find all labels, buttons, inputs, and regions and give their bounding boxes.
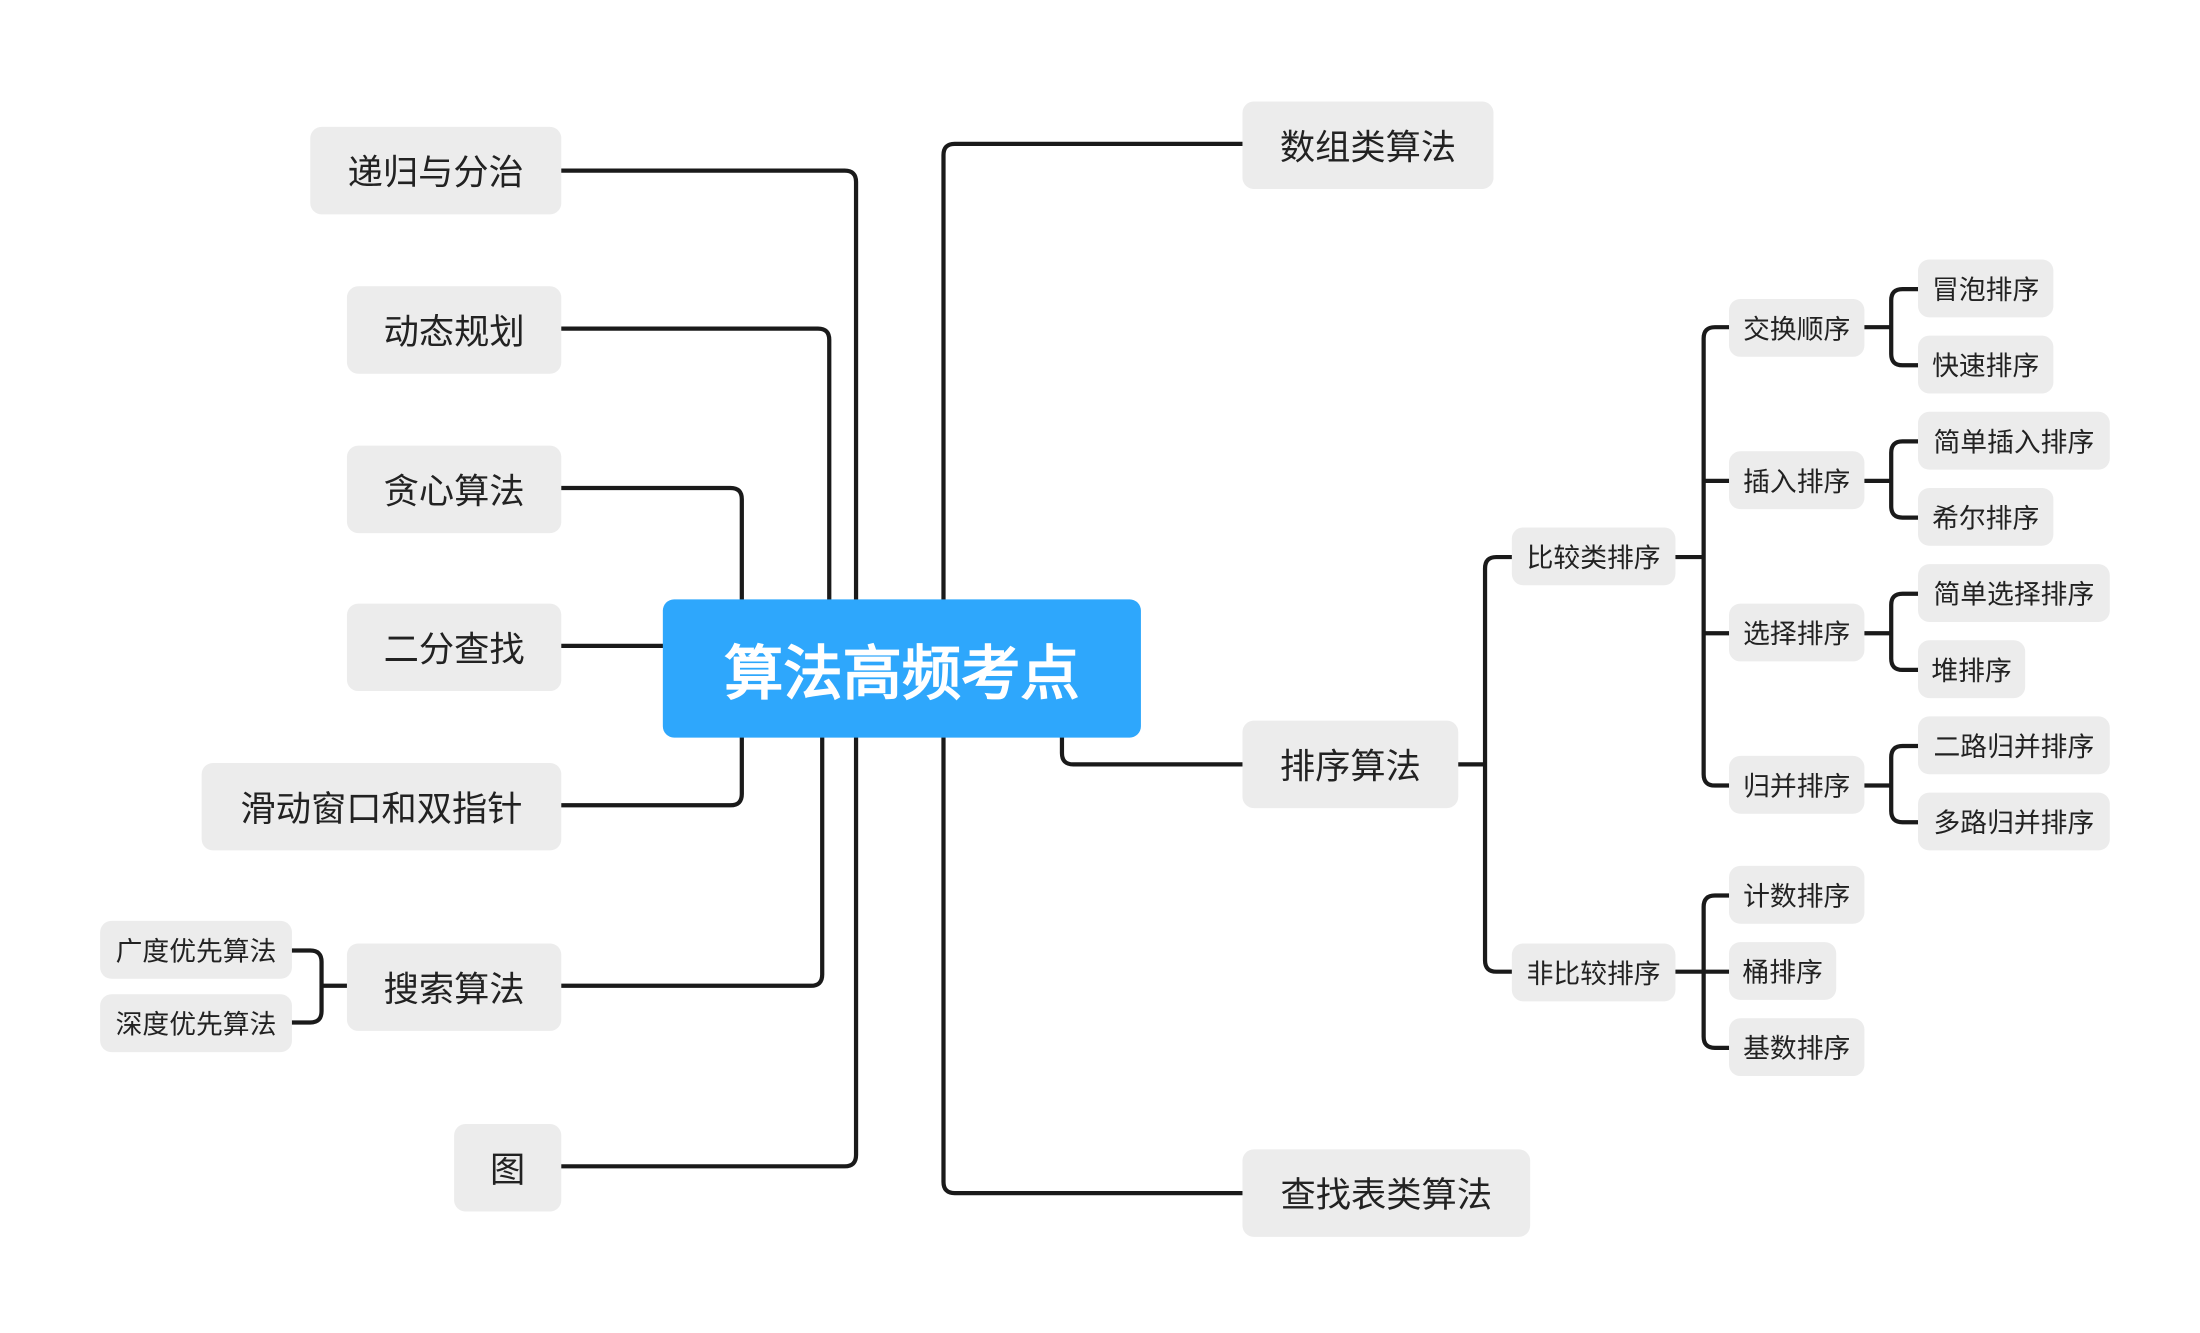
node-sorting[interactable]: 排序算法 (1242, 720, 1459, 809)
node-comparison-sort[interactable]: 比较类排序 (1511, 527, 1676, 586)
node-dp[interactable]: 动态规划 (346, 286, 562, 374)
link-recursion (559, 168, 859, 602)
node-exchange-sort[interactable]: 交换顺序 (1729, 298, 1865, 357)
node-merge-sort[interactable]: 归并排序 (1729, 755, 1865, 814)
node-lookup-table[interactable]: 查找表类算法 (1242, 1149, 1531, 1237)
link-array (941, 141, 1245, 602)
node-bucket-sort[interactable]: 桶排序 (1729, 942, 1837, 1000)
link-non-comparison-children (1673, 893, 1732, 1050)
node-sliding-window[interactable]: 滑动窗口和双指针 (201, 762, 562, 851)
node-simple-selection-sort[interactable]: 简单选择排序 (1918, 564, 2110, 622)
node-bfs[interactable]: 广度优先算法 (100, 920, 292, 979)
link-merge-children (1862, 743, 1921, 825)
node-radix-sort[interactable]: 基数排序 (1729, 1018, 1865, 1077)
link-select-children (1862, 591, 1921, 673)
link-exchange-children (1862, 286, 1921, 368)
node-bubble-sort[interactable]: 冒泡排序 (1918, 259, 2054, 318)
link-sliding-window (559, 735, 744, 808)
node-binary-search[interactable]: 二分查找 (346, 603, 562, 692)
link-lookup-table (941, 735, 1245, 1196)
link-search-children (289, 948, 350, 1025)
root-node[interactable]: 算法高频考点 (662, 599, 1141, 738)
node-heap-sort[interactable]: 堆排序 (1918, 640, 2026, 699)
link-greedy (559, 485, 744, 602)
node-dfs[interactable]: 深度优先算法 (100, 994, 292, 1053)
node-counting-sort[interactable]: 计数排序 (1729, 865, 1865, 924)
node-recursion[interactable]: 递归与分治 (310, 126, 562, 215)
node-selection-sort[interactable]: 选择排序 (1729, 603, 1865, 662)
link-sorting (1059, 735, 1245, 767)
link-sort-children (1456, 554, 1514, 974)
node-shell-sort[interactable]: 希尔排序 (1918, 487, 2054, 546)
node-simple-insertion-sort[interactable]: 简单插入排序 (1918, 411, 2110, 470)
node-graph[interactable]: 图 (454, 1124, 562, 1212)
link-dp (559, 326, 832, 602)
node-non-comparison-sort[interactable]: 非比较排序 (1511, 943, 1676, 1002)
link-search (559, 735, 825, 988)
node-multi-way-merge-sort[interactable]: 多路归并排序 (1918, 792, 2110, 851)
node-greedy[interactable]: 贪心算法 (346, 445, 562, 534)
link-comparison-children (1673, 325, 1732, 788)
link-graph (559, 735, 859, 1169)
link-insert-children (1862, 439, 1921, 520)
node-search[interactable]: 搜索算法 (346, 943, 562, 1031)
node-insertion-sort[interactable]: 插入排序 (1729, 451, 1865, 510)
node-two-way-merge-sort[interactable]: 二路归并排序 (1918, 716, 2110, 775)
node-array[interactable]: 数组类算法 (1242, 101, 1494, 189)
node-quick-sort[interactable]: 快速排序 (1918, 335, 2054, 394)
